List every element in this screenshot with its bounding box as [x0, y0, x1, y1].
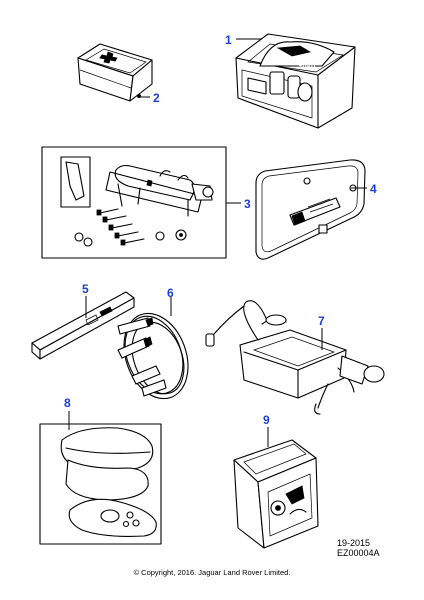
reference-date: 19-2015: [337, 538, 370, 548]
reference-code: EZ00004A: [337, 548, 380, 558]
fire-extinguisher-illustration: [60, 156, 214, 217]
torch-holder-illustration: [255, 159, 366, 260]
callout-1: 1: [225, 33, 232, 47]
tyre-inflator-illustration: [205, 300, 385, 415]
copyright-notice: © Copyright, 2016. Jaguar Land Rover Lim…: [133, 568, 291, 577]
callout-3: 3: [244, 197, 251, 211]
callout-4: 4: [370, 182, 377, 196]
callout-5: 5: [82, 282, 89, 296]
mounting-screws-illustration: [74, 208, 187, 247]
callout-9: 9: [263, 413, 270, 427]
remote-key-illustration: [60, 427, 157, 537]
callout-8: 8: [64, 396, 71, 410]
callout-6: 6: [167, 286, 174, 300]
tyre-repair-kit-illustration: [233, 439, 319, 549]
first-aid-kit-illustration: [77, 43, 153, 102]
remote-kit-frame: [39, 423, 162, 545]
callout-2: 2: [153, 91, 160, 105]
jump-leads-illustration: [117, 312, 189, 400]
storage-box-illustration: [235, 33, 356, 129]
warning-triangle-case-illustration: [31, 291, 135, 360]
box-lettering: JAGUAR: [290, 60, 317, 71]
callout-7: 7: [318, 314, 325, 328]
